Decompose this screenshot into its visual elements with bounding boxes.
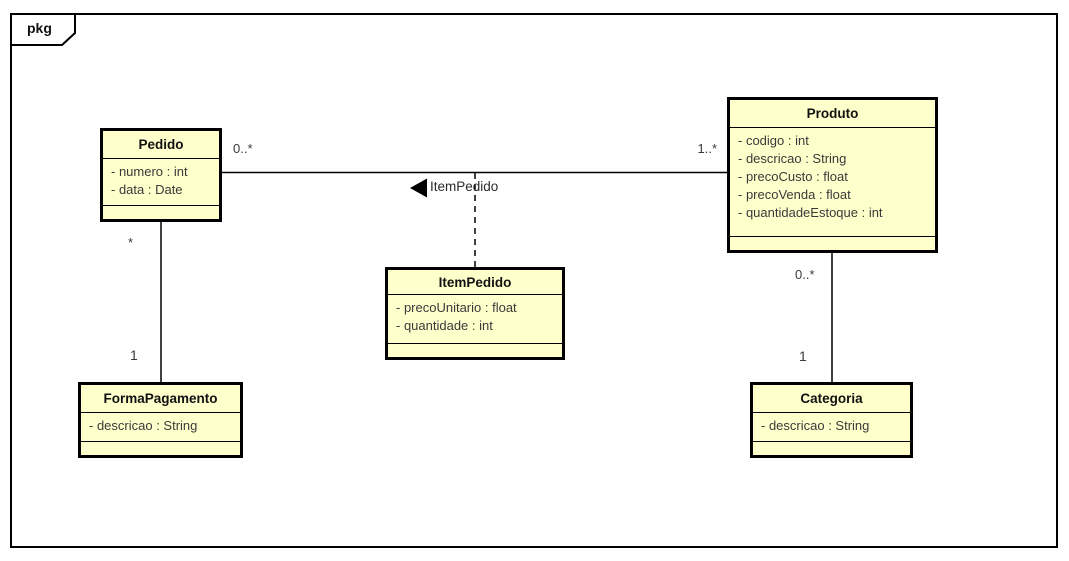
class-categoria: Categoria - descricao : String [750, 382, 913, 458]
class-operations-empty [103, 206, 219, 219]
multiplicity-pedido-side: 0..* [233, 141, 253, 156]
multiplicity-produto-categoria-top: 0..* [795, 267, 815, 282]
class-attribute: - quantidadeEstoque : int [738, 205, 883, 220]
class-name: ItemPedido [388, 270, 562, 295]
class-attribute: - precoVenda : float [738, 187, 851, 202]
package-tab [10, 13, 76, 46]
class-formapagamento: FormaPagamento - descricao : String [78, 382, 243, 458]
association-direction-arrow-icon [410, 178, 427, 198]
class-produto: Produto - codigo : int - descricao : Stri… [727, 97, 938, 253]
class-operations-empty [730, 237, 935, 250]
class-attribute: - descricao : String [89, 418, 198, 433]
class-itempedido: ItemPedido - precoUnitario : float - quan… [385, 267, 565, 360]
class-operations-empty [388, 344, 562, 357]
class-attributes: - descricao : String [753, 413, 910, 442]
class-attribute: - precoCusto : float [738, 169, 848, 184]
class-attributes: - precoUnitario : float - quantidade : in… [388, 295, 562, 344]
multiplicity-pedido-formapagamento-bottom: 1 [130, 347, 138, 363]
class-attribute: - descricao : String [738, 151, 847, 166]
class-operations-empty [753, 442, 910, 455]
class-attributes: - codigo : int - descricao : String - prec… [730, 128, 935, 237]
class-name: Pedido [103, 131, 219, 159]
class-operations-empty [81, 442, 240, 455]
class-pedido: Pedido - numero : int - data : Date [100, 128, 222, 222]
class-attribute: - quantidade : int [396, 318, 493, 333]
multiplicity-pedido-formapagamento-top: * [128, 235, 134, 250]
class-attribute: - data : Date [111, 182, 183, 197]
package-tab-label: pkg [27, 20, 52, 36]
class-attribute: - codigo : int [738, 133, 809, 148]
multiplicity-produto-side: 1..* [697, 141, 717, 156]
class-attribute: - numero : int [111, 164, 188, 179]
class-attribute: - precoUnitario : float [396, 300, 517, 315]
class-name: Produto [730, 100, 935, 128]
association-name-label: ItemPedido [430, 179, 499, 194]
class-name: Categoria [753, 385, 910, 413]
frame-border [10, 13, 1058, 548]
multiplicity-produto-categoria-bottom: 1 [799, 348, 807, 364]
class-name: FormaPagamento [81, 385, 240, 413]
class-attributes: - numero : int - data : Date [103, 159, 219, 206]
class-attribute: - descricao : String [761, 418, 870, 433]
class-attributes: - descricao : String [81, 413, 240, 442]
